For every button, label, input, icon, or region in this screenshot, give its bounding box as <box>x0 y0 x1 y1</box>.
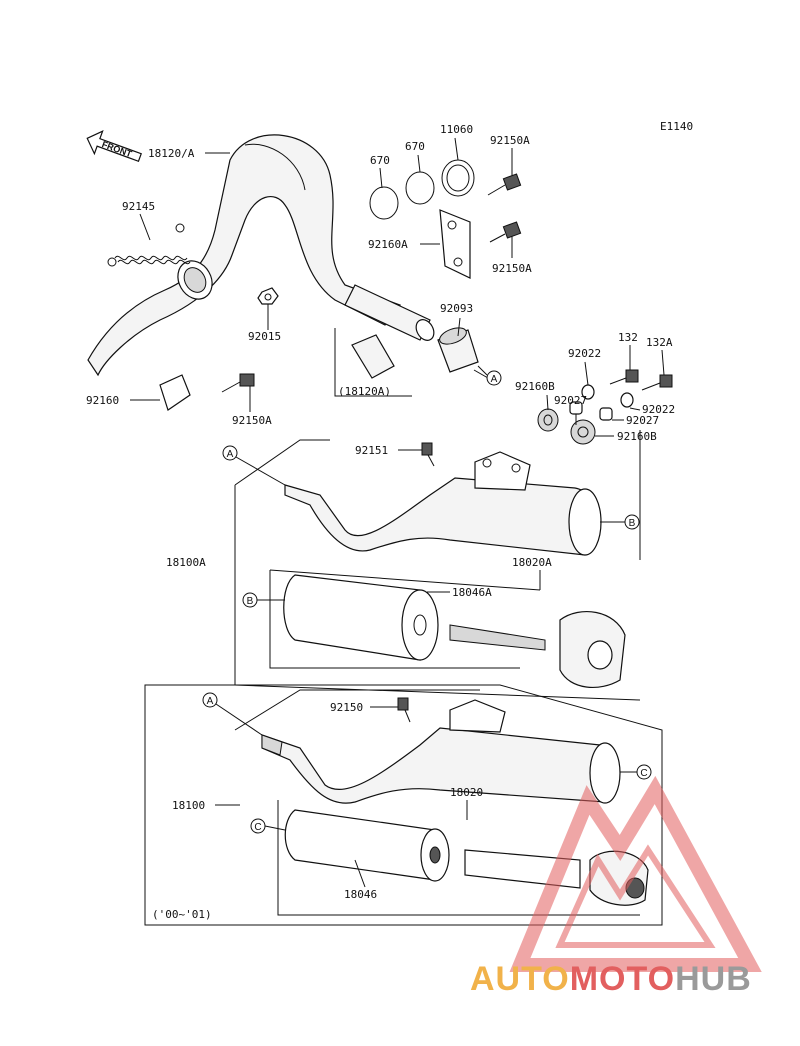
bracket-92160a <box>439 209 471 279</box>
pipe-stub <box>344 284 435 341</box>
label-92160: 92160 <box>86 394 119 407</box>
diagram-code: E1140 <box>660 120 693 133</box>
watermark-logo: AUTOMOTOHUB <box>470 960 790 1010</box>
label-92022-b: 92022 <box>642 403 675 416</box>
bolt-92150a-mid <box>489 221 522 243</box>
svg-text:A: A <box>227 449 234 460</box>
label-years: ('00~'01) <box>152 908 212 921</box>
ref-b-1: B <box>624 514 640 530</box>
label-18046a: 18046A <box>452 586 492 599</box>
label-18046: 18046 <box>344 888 377 901</box>
label-18120a-inset: (18120A) <box>338 385 391 398</box>
label-670-b: 670 <box>405 140 425 153</box>
front-arrow-icon: FRONT <box>86 130 142 163</box>
packing-18046 <box>284 809 450 882</box>
end-cap-18020a <box>449 611 626 688</box>
svg-text:A: A <box>491 374 498 385</box>
packing-18046a <box>283 574 439 661</box>
watermark-triangle-icon <box>509 775 762 972</box>
muffler-18100a <box>284 451 602 556</box>
collar-92027-b <box>599 407 613 421</box>
ref-a-1: A <box>486 370 502 386</box>
label-92160a: 92160A <box>368 238 408 251</box>
inset-18120a <box>334 328 412 397</box>
o-ring-670-a <box>369 186 399 220</box>
watermark-moto: MOTO <box>569 960 676 998</box>
bolt-92150 <box>397 697 411 723</box>
nut-92015 <box>257 287 279 305</box>
bolt-92151 <box>421 442 435 467</box>
label-132a: 132A <box>646 336 673 349</box>
svg-text:C: C <box>640 768 647 779</box>
svg-text:C: C <box>254 822 261 833</box>
label-18100: 18100 <box>172 799 205 812</box>
label-92150a-2: 92150A <box>492 262 532 275</box>
bolt-132a <box>641 374 673 391</box>
label-92145: 92145 <box>122 200 155 213</box>
spring-92145 <box>107 223 191 267</box>
ref-c-1: C <box>636 764 652 780</box>
label-92027-a: 92027 <box>554 394 587 407</box>
watermark-hub: HUB <box>675 960 752 998</box>
bolt-132 <box>609 369 639 385</box>
bolt-92150a-top <box>487 173 522 196</box>
washer-92022-b <box>620 392 634 408</box>
exhaust-pipe-18120a <box>87 134 401 377</box>
collar-92160b-b <box>570 419 596 445</box>
label-670-a: 670 <box>370 154 390 167</box>
label-18020a: 18020A <box>512 556 552 569</box>
label-92150a-3: 92150A <box>232 414 272 427</box>
sleeve-92093 <box>437 327 479 373</box>
o-ring-670-b <box>405 171 435 205</box>
ref-c-2: C <box>250 818 266 834</box>
svg-text:B: B <box>629 518 636 529</box>
label-92022-a: 92022 <box>568 347 601 360</box>
svg-text:A: A <box>207 696 214 707</box>
label-92160b-1: 92160B <box>515 380 555 393</box>
label-92150: 92150 <box>330 701 363 714</box>
label-132: 132 <box>618 331 638 344</box>
label-92151: 92151 <box>355 444 388 457</box>
label-18100a: 18100A <box>166 556 206 569</box>
label-11060: 11060 <box>440 123 473 136</box>
bolt-92150a-lower <box>221 373 255 393</box>
watermark-auto: AUTO <box>470 960 570 998</box>
label-92160b-2: 92160B <box>617 430 657 443</box>
bracket-92160 <box>159 374 191 411</box>
collar-92160b-a <box>537 408 559 432</box>
label-92027-b: 92027 <box>626 414 659 427</box>
svg-text:B: B <box>247 596 254 607</box>
ref-b-2: B <box>242 592 258 608</box>
ref-a-3: A <box>202 692 218 708</box>
front-label: FRONT <box>101 139 134 159</box>
label-18120a: 18120/A <box>148 147 195 160</box>
label-18020: 18020 <box>450 786 483 799</box>
label-92150a-1: 92150A <box>490 134 530 147</box>
ref-a-2: A <box>222 445 238 461</box>
muffler-18100 <box>261 699 621 804</box>
label-92015: 92015 <box>248 330 281 343</box>
label-92093: 92093 <box>440 302 473 315</box>
